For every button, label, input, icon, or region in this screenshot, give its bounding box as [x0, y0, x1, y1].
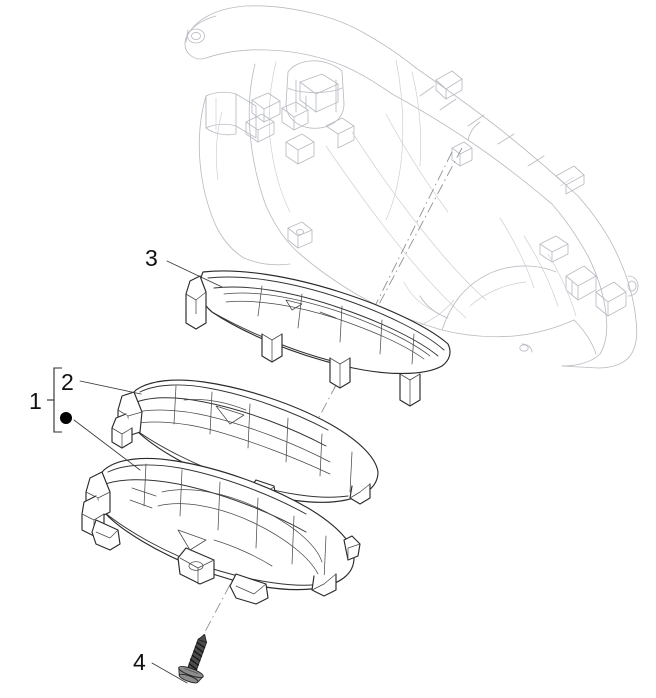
axis-secondary: [331, 151, 453, 393]
callout-label-1: 1: [29, 388, 42, 414]
callout-1-bracket: [47, 367, 62, 433]
callout-label-4: 4: [133, 649, 146, 675]
callout-label-2: 2: [61, 369, 74, 395]
part-bezel: [185, 270, 451, 407]
part-handlebar-cover: [184, 5, 639, 369]
leader-2: [79, 380, 142, 395]
callout-1-bullet-marker: [60, 412, 72, 424]
leader-3: [166, 260, 223, 288]
callout-label-3: 3: [145, 245, 158, 271]
leader-1: [73, 419, 141, 471]
part-cluster-lower-body: [81, 457, 361, 605]
leader-4: [151, 662, 188, 684]
callout-leaders: [73, 260, 223, 684]
part-screw: [178, 634, 207, 684]
